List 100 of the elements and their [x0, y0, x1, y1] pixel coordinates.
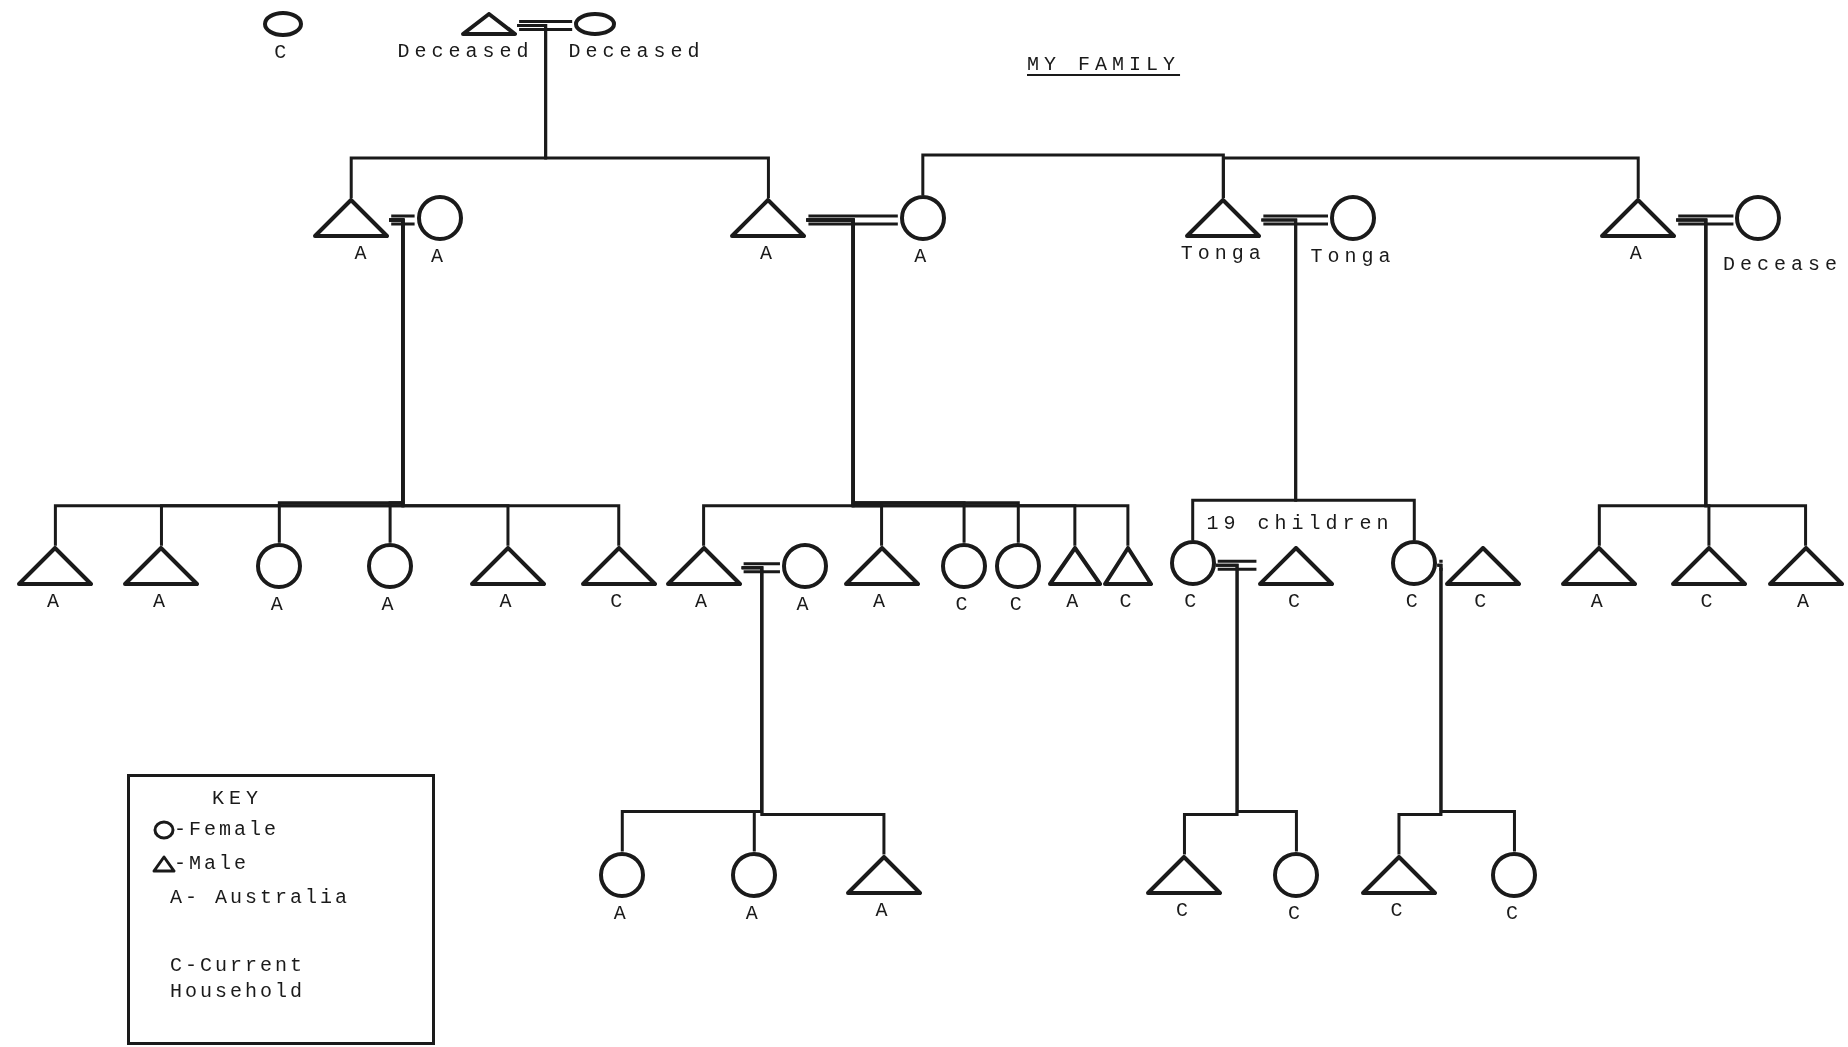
node-label: C	[1119, 591, 1137, 612]
male-symbol	[1146, 854, 1223, 895]
legend-text: A- Australia	[170, 885, 352, 911]
female-symbol	[1273, 851, 1320, 898]
male-symbol	[123, 545, 200, 586]
female-symbol	[599, 851, 646, 898]
node-label: C	[1287, 591, 1305, 612]
node-label: C	[1700, 591, 1718, 612]
node-label: A	[1629, 244, 1647, 265]
male-symbol	[1444, 545, 1521, 586]
descent-line	[806, 218, 1130, 546]
male-symbol	[17, 545, 94, 586]
node-label: C	[1405, 592, 1423, 613]
node-label: C	[1390, 900, 1408, 921]
node-label: A	[381, 594, 399, 615]
node-label: A	[613, 903, 631, 924]
node-label: A	[759, 244, 777, 265]
female-symbol	[1169, 540, 1216, 587]
male-symbol	[1600, 198, 1677, 239]
male-symbol	[843, 545, 920, 586]
female-symbol	[262, 10, 303, 37]
female-symbol	[416, 195, 463, 242]
marriage-line	[806, 214, 900, 226]
female-symbol	[1735, 195, 1782, 242]
title: MY FAMILY	[1027, 55, 1181, 75]
descent-line	[1261, 218, 1416, 541]
node-label: A	[873, 591, 891, 612]
female-symbol	[941, 542, 988, 589]
male-symbol	[1258, 545, 1335, 586]
descent-line	[389, 218, 621, 546]
node-label: A	[875, 900, 893, 921]
legend-title: KEY	[212, 789, 264, 809]
note-text: 19 children	[1206, 514, 1394, 535]
female-symbol	[731, 851, 778, 898]
female-symbol	[1330, 195, 1376, 242]
node-label: A	[796, 594, 814, 615]
male-symbol	[580, 545, 657, 586]
legend-text: -Male	[174, 851, 250, 877]
node-label: C	[1505, 903, 1523, 924]
legend-text: -Female	[174, 817, 280, 843]
female-symbol	[1491, 851, 1538, 898]
node-label: A	[431, 247, 449, 268]
node-label: C	[1175, 900, 1193, 921]
legend-text: C-Current Household	[170, 953, 307, 1005]
node-label: C	[1009, 594, 1027, 615]
descent-line	[517, 24, 770, 199]
node-label: A	[499, 591, 517, 612]
female-symbol	[256, 542, 303, 589]
female-symbol	[899, 195, 946, 242]
node-label: A	[46, 591, 64, 612]
node-label: Tonga	[1180, 244, 1266, 265]
marriage-line	[1676, 214, 1735, 226]
male-symbol	[1360, 854, 1437, 895]
female-symbol	[995, 542, 1042, 589]
male-symbol	[313, 198, 390, 239]
descent-line	[1215, 563, 1298, 852]
marriage-line	[1216, 559, 1258, 571]
node-label: A	[914, 247, 932, 268]
descent-line	[1676, 218, 1808, 546]
node-label: C	[274, 42, 292, 63]
male-symbol	[1561, 545, 1638, 586]
marriage-line	[1261, 214, 1330, 226]
male-symbol	[1102, 545, 1153, 586]
node-label: A	[695, 591, 713, 612]
node-label: A	[152, 591, 170, 612]
node-label: A	[354, 244, 372, 265]
female-symbol	[781, 542, 828, 589]
node-label: C	[1474, 591, 1492, 612]
male-symbol	[1670, 545, 1747, 586]
female-symbol	[367, 542, 414, 589]
male-symbol	[1767, 545, 1844, 586]
male-symbol	[665, 545, 742, 586]
marriage-line	[517, 20, 574, 32]
female-symbol	[574, 11, 617, 36]
female-symbol	[1391, 540, 1438, 587]
node-label: A	[745, 903, 763, 924]
male-symbol	[1185, 198, 1262, 239]
descent-line	[741, 566, 886, 855]
descent-line	[1221, 156, 1640, 199]
node-label: A	[1797, 591, 1815, 612]
male-symbol	[469, 545, 546, 586]
node-label: C	[955, 594, 973, 615]
node-label: A	[270, 594, 288, 615]
male-symbol	[461, 11, 518, 36]
node-label: A	[1590, 591, 1608, 612]
marriage-line	[389, 214, 417, 226]
node-label: C	[610, 591, 628, 612]
node-label: Deceased	[397, 41, 534, 62]
male-symbol	[730, 198, 807, 239]
marriage-line	[1437, 559, 1445, 571]
node-label: A	[1066, 591, 1084, 612]
descent-line	[1437, 563, 1516, 852]
male-symbol	[1047, 545, 1102, 586]
node-label: Tonga	[1310, 247, 1396, 268]
node-label: Decease	[1723, 255, 1843, 276]
node-label: C	[1287, 903, 1305, 924]
marriage-line	[742, 562, 782, 574]
node-label: Deceased	[568, 41, 705, 62]
male-symbol	[845, 854, 922, 895]
node-label: C	[1184, 592, 1202, 613]
